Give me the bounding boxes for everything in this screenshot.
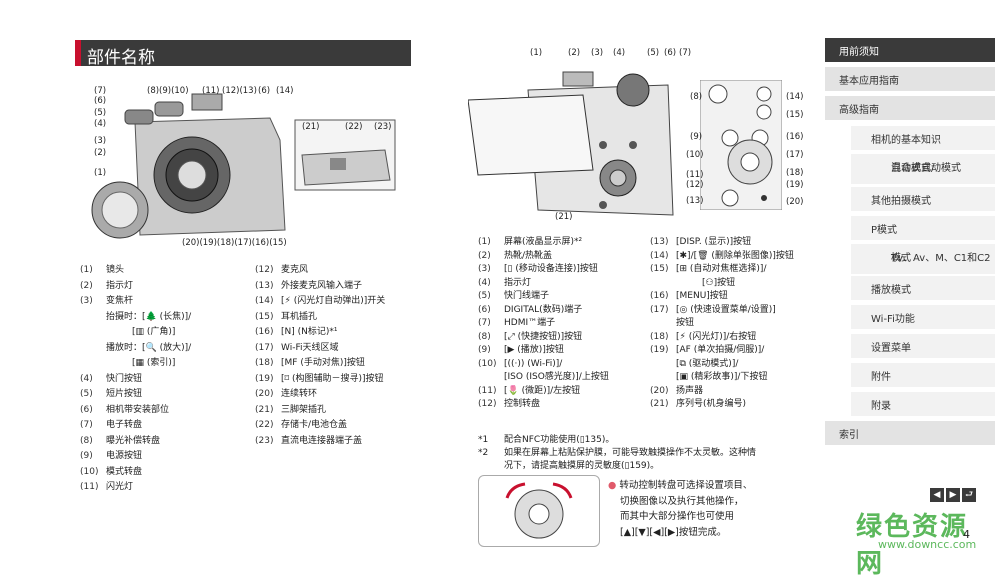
callout: (7) — [94, 86, 107, 96]
callout: (2) — [568, 48, 581, 58]
back-button-panel — [699, 79, 783, 211]
front-parts-list-col1: (1)镜头 (2)指示灯 (3)变焦杆 抬摄时：[🌲 (长焦)]/ [▥ (广角… — [80, 265, 192, 492]
callout: (3) — [94, 136, 107, 146]
sidebar-item-setup-menu[interactable]: 设置菜单 — [851, 334, 995, 358]
next-page-button[interactable]: ▶ — [946, 488, 960, 502]
callout: (18) — [786, 168, 804, 178]
callout: (13) — [686, 196, 704, 206]
back-parts-list-col1: (1)屏幕(液晶显示屏)*² (2)热靴/热靴盖 (3)[▯ (移动设备连接)]… — [478, 237, 609, 409]
sidebar-item-auto-mode[interactable]: 自动模式/混合式自动模式 — [851, 154, 995, 184]
callout: (11) — [202, 86, 220, 96]
sidebar-item-playback[interactable]: 播放模式 — [851, 276, 995, 300]
callout: (6) — [94, 96, 107, 106]
callout: (19) — [786, 180, 804, 190]
callout: (5) — [647, 48, 660, 58]
callout: (4) — [613, 48, 626, 58]
callout: (5) — [94, 108, 107, 118]
bullet-icon: ● — [608, 480, 617, 491]
sidebar-item-camera-basics[interactable]: 相机的基本知识 — [851, 126, 995, 150]
tip-text: ● 转动控制转盘可选择设置项目、 切换图像以及执行其他操作， 而其中大部分操作也… — [608, 480, 753, 538]
callout: (20) — [786, 197, 804, 207]
page-number: 4 — [963, 528, 970, 541]
callout: (14) — [786, 92, 804, 102]
callout: (21) — [302, 122, 320, 132]
callout: (7) — [679, 48, 692, 58]
callout: (22) — [345, 122, 363, 132]
callout: (12) — [686, 180, 704, 190]
callout: (3) — [591, 48, 604, 58]
sidebar-item-before-use[interactable]: 用前须知 — [825, 38, 995, 62]
callout: (20)(19)(18)(17)(16)(15) — [182, 238, 287, 248]
page-title-bar: 部件名称 — [75, 40, 411, 68]
callout: (12)(13) — [222, 86, 257, 96]
callout: (8)(9)(10) — [147, 86, 189, 96]
watermark-url: www.downcc.com — [878, 538, 977, 551]
sidebar-item-accessories[interactable]: 附件 — [851, 363, 995, 387]
sidebar-item-appendix[interactable]: 附录 — [851, 392, 995, 416]
callout: (1) — [94, 168, 107, 178]
callout: (15) — [786, 110, 804, 120]
callout: (21) — [555, 212, 573, 222]
back-button[interactable]: ⮐ — [962, 488, 976, 502]
callout: (8) — [690, 92, 703, 102]
sidebar-item-wifi[interactable]: Wi-Fi功能 — [851, 305, 995, 329]
front-parts-list-col2: (12)麦克风 (13)外接麦克风输入端子 (14)[⚡ (闪光灯自动弹出)]开… — [255, 265, 386, 446]
callout: (11) — [686, 170, 704, 180]
sidebar-item-advanced-guide[interactable]: 高级指南 — [825, 96, 995, 120]
sidebar-item-basic-guide[interactable]: 基本应用指南 — [825, 67, 995, 91]
callout: (6) — [664, 48, 677, 58]
callout: (9) — [690, 132, 703, 142]
title-accent — [75, 40, 81, 66]
sidebar-item-p-mode[interactable]: P模式 — [851, 216, 995, 240]
callout: (4) — [94, 119, 107, 129]
control-dial-illustration — [478, 475, 600, 547]
sidebar-item-index[interactable]: 索引 — [825, 421, 995, 445]
callout: (23) — [374, 122, 392, 132]
sidebar-item-other-modes[interactable]: 其他拍摄模式 — [851, 187, 995, 211]
callout: (2) — [94, 148, 107, 158]
prev-page-button[interactable]: ◀ — [930, 488, 944, 502]
back-parts-list-col2: (13)[DISP. (显示)]按钮 (14)[✱]/[🗑 (删除单张图像)]按… — [650, 237, 794, 409]
callout: (1) — [530, 48, 543, 58]
callout: (10) — [686, 150, 704, 160]
page-nav: ◀▶⮐ — [928, 488, 976, 502]
page-title: 部件名称 — [87, 48, 155, 68]
callout: (14) — [276, 86, 294, 96]
callout: (17) — [786, 150, 804, 160]
callout: (16) — [786, 132, 804, 142]
camera-front-illustration — [80, 80, 410, 255]
camera-back-illustration — [467, 60, 683, 220]
callout: (6) — [258, 86, 271, 96]
